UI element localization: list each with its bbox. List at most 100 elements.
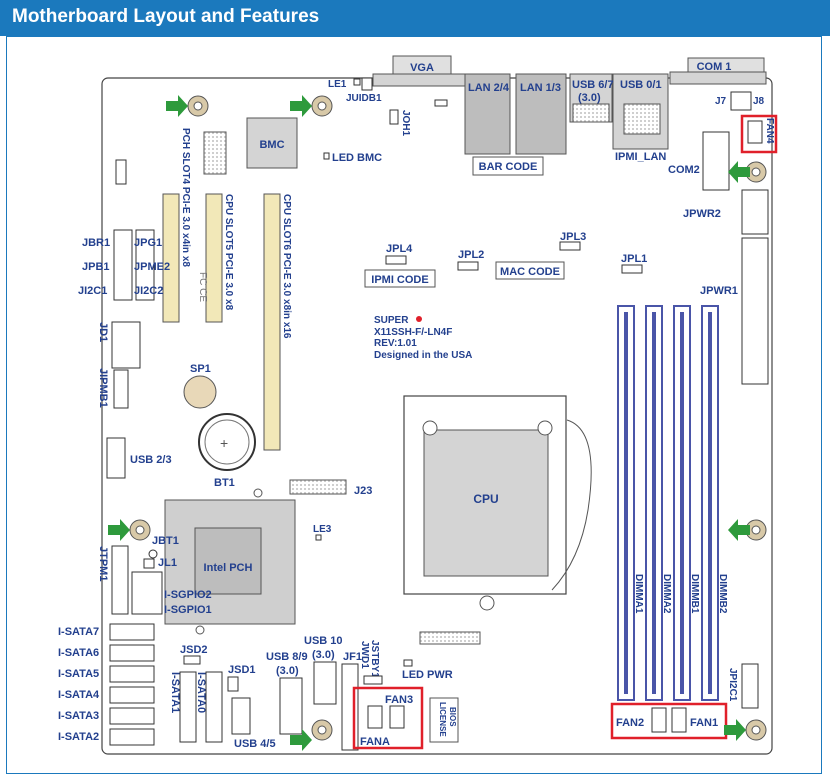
jpi2c1-header — [741, 663, 759, 709]
jpb1-label: JPB1 — [82, 261, 110, 273]
usb45-label: USB 4/5 — [234, 738, 276, 750]
vga-label: VGA — [410, 62, 434, 74]
jwd1-label: JWD1 — [359, 641, 370, 669]
sata7-label: I-SATA7 — [58, 626, 99, 638]
dimmb2-slot-core — [708, 312, 712, 694]
lan13-label: LAN 1/3 — [520, 82, 561, 94]
bt1-battery-inner — [204, 419, 250, 465]
lan13-port — [515, 73, 567, 155]
fan4-header — [747, 120, 763, 144]
fan2-label: FAN2 — [616, 717, 644, 729]
dimm-slots — [617, 305, 719, 701]
sgpio-headers — [131, 571, 163, 615]
cpu-slot6 — [263, 193, 281, 451]
usb67-sub-label: (3.0) — [578, 92, 601, 104]
led-pwr-label: LED PWR — [402, 669, 453, 681]
mac-code-box — [495, 261, 565, 280]
diagram-frame — [6, 36, 822, 774]
usb10-header — [313, 661, 337, 705]
led-bmc-led — [323, 152, 330, 160]
usb67-label: USB 6/7 — [572, 79, 614, 91]
fcce-mark: FC CE — [197, 272, 208, 302]
sata1-port — [179, 671, 197, 743]
usb10-sub-label: (3.0) — [312, 649, 335, 661]
arrow-right-icon — [166, 95, 188, 117]
mounting-hole-center — [751, 725, 761, 735]
jpl2-jumper — [457, 261, 479, 271]
usb67-connector — [572, 103, 610, 123]
usb23-header — [106, 437, 126, 479]
jpwr1-label: JPWR1 — [700, 285, 738, 297]
arrow-left-icon — [728, 519, 750, 541]
le3-led — [315, 534, 322, 541]
jpl1-label: JPL1 — [621, 253, 647, 265]
bt1-label: BT1 — [214, 477, 235, 489]
fan4-highlight — [740, 114, 778, 154]
jtpm1-header — [111, 545, 129, 615]
mounting-hole-center — [317, 725, 327, 735]
brand-logo-dot — [416, 316, 422, 322]
jpl3-jumper — [559, 241, 581, 251]
arrow-right-icon — [290, 95, 312, 117]
ipmi-code-label: IPMI CODE — [371, 274, 428, 286]
pch-slot4-label: PCH SLOT4 PCI-E 3.0 x4in x8 — [180, 128, 191, 267]
bar-code-label: BAR CODE — [479, 161, 538, 173]
jpl4-label: JPL4 — [386, 243, 413, 255]
bios-label: BIOS — [448, 707, 457, 727]
fan2-header — [651, 707, 667, 733]
sata2-label: I-SATA2 — [58, 731, 99, 743]
dimmb1-slot-core — [680, 312, 684, 694]
led-bmc-label: LED BMC — [332, 152, 382, 164]
ipmi-lan-label: IPMI_LAN — [615, 151, 666, 163]
fan3-label: FAN3 — [385, 694, 413, 706]
fan2-fan1-highlight — [610, 702, 728, 740]
mounting-hole-center — [751, 167, 761, 177]
fan1-label: FAN1 — [690, 717, 718, 729]
jf1-header — [341, 663, 359, 751]
usb23-label: USB 2/3 — [130, 454, 172, 466]
com2-header — [702, 131, 730, 191]
com1-connector — [669, 71, 767, 85]
jsd1-label: JSD1 — [228, 664, 256, 676]
mounting-hole-center — [193, 101, 203, 111]
jpg1-jpme2-ji2c2-block — [135, 229, 155, 301]
jpl2-label: JPL2 — [458, 249, 484, 261]
le1-label: LE1 — [328, 79, 347, 90]
sgpio2-label: I-SGPIO2 — [164, 589, 212, 601]
jpwr1-connector — [741, 237, 769, 385]
intel-pch-label: Intel PCH — [204, 562, 253, 574]
jpl3-label: JPL3 — [560, 231, 586, 243]
arrow-right-icon — [724, 719, 746, 741]
jipmb1-header — [113, 369, 129, 409]
com1-label: COM 1 — [697, 61, 732, 73]
pch-mount-hole-2 — [195, 625, 205, 635]
vga-connector — [372, 73, 469, 87]
dimma2-label: DIMMA2 — [661, 574, 672, 614]
jd1-label: JD1 — [97, 322, 109, 342]
small-led — [434, 99, 448, 107]
page-title: Motherboard Layout and Features — [12, 6, 320, 27]
sata3-port — [109, 707, 155, 725]
jbt1-jumper — [148, 549, 158, 559]
dimma1-label: DIMMA1 — [633, 574, 644, 614]
jpl1-jumper — [621, 264, 643, 274]
jtpm1-label: JTPM1 — [97, 546, 109, 581]
lan24-label: LAN 2/4 — [468, 82, 510, 94]
cpu-mount-hole-2 — [537, 420, 553, 436]
bt1-battery — [198, 413, 256, 471]
joh1-header — [389, 109, 399, 125]
jbr1-label: JBR1 — [82, 237, 110, 249]
jstby1-label: JSTBY1 — [369, 640, 380, 678]
juidb1-label: JUIDB1 — [346, 93, 382, 104]
usb01-label: USB 0/1 — [620, 79, 662, 91]
mounting-hole-center — [751, 525, 761, 535]
sp1-label: SP1 — [190, 363, 211, 375]
cpu-chip — [423, 429, 549, 577]
jsd1-header — [227, 676, 239, 692]
brand-logo: SUPER — [374, 315, 409, 326]
green-arrows — [108, 95, 750, 751]
j7-label: J7 — [715, 96, 727, 107]
bt1-plus-mark: + — [220, 435, 228, 451]
usb89-header — [279, 677, 303, 735]
ipmi-code-box — [364, 269, 436, 288]
